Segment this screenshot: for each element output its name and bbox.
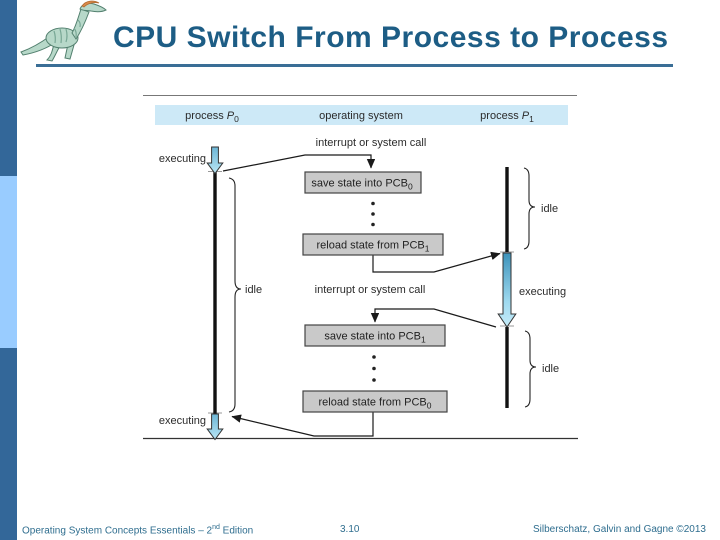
title-underline — [36, 64, 673, 67]
p1-idle-brace-bottom — [524, 330, 537, 408]
stripe-segment-middle — [0, 176, 17, 348]
connector-reload-pcb0-to-p0 — [231, 412, 374, 437]
column-header-process-p0: process P0 — [185, 110, 239, 124]
ellipsis-dots-bottom — [372, 355, 376, 382]
dinosaur-logo — [20, 0, 107, 62]
footer-page-number: 3.10 — [340, 524, 360, 535]
footer-credits: Silberschatz, Galvin and Gagne ©2013 — [532, 524, 706, 535]
footer-edition-sup: nd — [212, 524, 220, 531]
label-interrupt-top: interrupt or system call — [316, 137, 427, 149]
p0-executing-arrow-top — [206, 146, 224, 175]
dino-crest — [81, 0, 100, 8]
os-box-save-pcb1 — [304, 324, 446, 347]
os-box-save-pcb0-label: save state into PCB0 — [311, 178, 413, 192]
label-p1-idle-top: idle — [541, 203, 558, 215]
connector-p1-to-save-pcb1 — [370, 308, 497, 328]
os-box-save-pcb0 — [304, 171, 422, 194]
os-box-reload-pcb0-label: reload state from PCB0 — [319, 397, 432, 411]
p0-executing-arrow-bottom — [206, 413, 224, 441]
dino-rear-leg — [45, 43, 61, 62]
left-stripe — [0, 0, 17, 540]
column-header-os: operating system — [319, 110, 403, 122]
os-box-save-pcb1-label: save state into PCB1 — [324, 331, 426, 345]
stripe-segment-bottom — [0, 348, 17, 540]
slide-footer: Operating System Concepts Essentials – 2… — [0, 522, 720, 540]
ellipsis-dots-top — [371, 201, 375, 227]
dino-stripes — [53, 19, 81, 44]
p0-idle-brace — [228, 177, 242, 413]
os-box-reload-pcb1-label: reload state from PCB1 — [317, 240, 430, 254]
column-header-band — [155, 105, 568, 125]
os-box-reload-pcb0 — [302, 390, 448, 413]
p1-executing-arrow — [497, 252, 517, 328]
column-header-process-p1: process P1 — [480, 110, 534, 124]
connector-reload-pcb1-to-p1 — [372, 251, 501, 273]
label-p0-idle: idle — [245, 284, 262, 296]
footer-book-title: Operating System Concepts Essentials – 2… — [22, 524, 254, 537]
label-p0-executing-top: executing — [159, 153, 206, 165]
label-p1-executing: executing — [519, 286, 566, 298]
label-p0-executing-bottom: executing — [159, 415, 206, 427]
slide-title: CPU Switch From Process to Process — [113, 21, 669, 54]
p1-idle-brace-top — [523, 167, 536, 250]
stripe-segment-top — [0, 0, 17, 176]
label-p1-idle-bottom: idle — [542, 363, 559, 375]
connector-p0-to-save-pcb0 — [222, 154, 376, 172]
cpu-switch-diagram: process P0 operating system process P1 — [143, 95, 578, 441]
label-interrupt-bottom: interrupt or system call — [315, 284, 426, 296]
os-box-reload-pcb1 — [302, 233, 444, 256]
